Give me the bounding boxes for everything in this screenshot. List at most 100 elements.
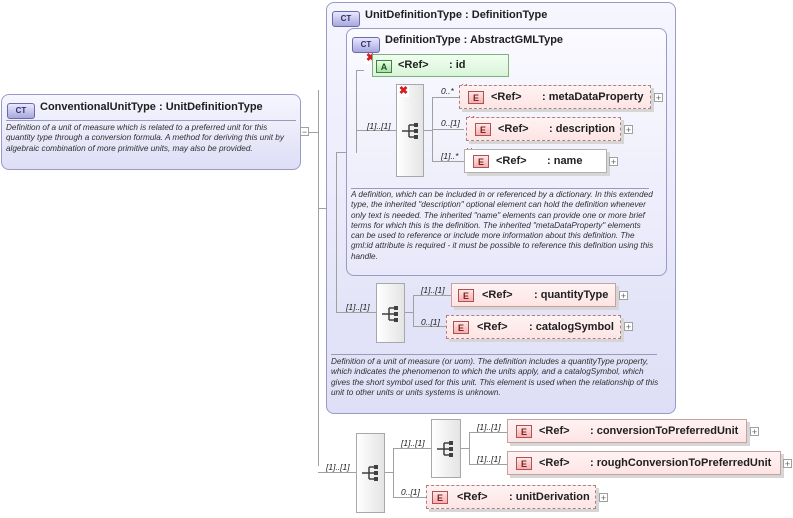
sequence-icon: [437, 441, 453, 457]
root-complex-type[interactable]: CT ConventionalUnitType : UnitDefinition…: [1, 94, 301, 170]
prohibited-x-icon: ✖: [398, 85, 409, 97]
element-badge-icon: E: [468, 91, 484, 104]
ct-badge-icon: CT: [352, 34, 380, 53]
sequence-icon: [362, 465, 378, 481]
prohibited-x-icon: ✖: [365, 52, 376, 64]
element-name: : quantityType: [534, 289, 609, 301]
multiplicity-label: [1]..[1]: [401, 438, 425, 448]
connector-line: [424, 130, 432, 131]
element-name: : catalogSymbol: [529, 321, 614, 333]
element-badge-icon: E: [475, 123, 491, 136]
multiplicity-label: 0..*: [441, 86, 454, 96]
element-ref: <Ref>: [496, 155, 527, 167]
connector-line: [432, 129, 464, 130]
element-ref: <Ref>: [491, 91, 522, 103]
multiplicity-label: [1]..[1]: [477, 422, 501, 432]
connector-line: [336, 312, 376, 313]
root-type-title: ConventionalUnitType : UnitDefinitionTyp…: [40, 101, 263, 113]
attribute-id[interactable]: A <Ref> : id: [372, 54, 509, 77]
element-badge-icon: E: [516, 457, 532, 470]
expand-plus-icon[interactable]: +: [750, 427, 759, 437]
multiplicity-label: 0..[1]: [441, 118, 460, 128]
element-unitderivation[interactable]: E <Ref> : unitDerivation: [426, 485, 596, 509]
expand-plus-icon[interactable]: +: [654, 93, 663, 103]
expand-plus-icon[interactable]: +: [619, 291, 628, 301]
multiplicity-label: [1]..[1]: [477, 454, 501, 464]
element-catalogsymbol[interactable]: E <Ref> : catalogSymbol: [446, 315, 621, 339]
element-badge-icon: E: [473, 155, 489, 168]
element-name: : conversionToPreferredUnit: [590, 425, 739, 437]
connector-line: [336, 152, 347, 153]
deftype-title: DefinitionType : AbstractGMLType: [385, 34, 563, 46]
element-ref: <Ref>: [498, 123, 529, 135]
collapse-icon[interactable]: −: [300, 127, 309, 137]
connector-line: [318, 472, 356, 473]
unitdef-base: : DefinitionType: [465, 9, 548, 21]
element-conversiontopreferredunit[interactable]: E <Ref> : conversionToPreferredUnit: [507, 419, 747, 443]
multiplicity-label: [1]..[1]: [326, 462, 350, 472]
connector-line: [413, 295, 451, 296]
sequence-compositor[interactable]: [376, 283, 405, 343]
multiplicity-label: 0..[1]: [421, 317, 440, 327]
expand-plus-icon[interactable]: +: [609, 157, 618, 167]
connector-line: [301, 132, 318, 133]
sequence-icon: [402, 123, 418, 139]
sequence-compositor[interactable]: ✖: [396, 84, 424, 177]
connector-line: [385, 472, 393, 473]
element-badge-icon: E: [453, 321, 469, 334]
connector-line: [469, 464, 507, 465]
sequence-compositor[interactable]: [356, 433, 385, 513]
attribute-ref: <Ref>: [398, 59, 429, 71]
sequence-icon: [382, 306, 398, 322]
connector-line: [413, 326, 446, 327]
connector-line: [461, 448, 469, 449]
root-type-name: ConventionalUnitType: [40, 101, 156, 113]
connector-line: [413, 295, 414, 326]
element-quantitytype[interactable]: E <Ref> : quantityType: [451, 283, 616, 307]
element-metadataproperty[interactable]: E <Ref> : metaDataProperty: [459, 85, 651, 109]
ct-badge-icon: CT: [332, 8, 360, 27]
connector-line: [356, 130, 396, 131]
element-description[interactable]: E <Ref> : description: [466, 117, 621, 141]
element-name: : metaDataProperty: [542, 91, 644, 103]
unitdef-title: UnitDefinitionType : DefinitionType: [365, 9, 547, 21]
deftype-base: : AbstractGMLType: [463, 34, 564, 46]
connector-line: [432, 161, 464, 162]
connector-line: [318, 208, 327, 209]
connector-line: [432, 97, 459, 98]
multiplicity-label: [1]..*: [441, 151, 459, 161]
unitdef-name: UnitDefinitionType: [365, 9, 462, 21]
element-badge-icon: E: [516, 425, 532, 438]
expand-plus-icon[interactable]: +: [624, 322, 633, 332]
expand-plus-icon[interactable]: +: [624, 125, 633, 135]
element-ref: <Ref>: [457, 491, 488, 503]
sequence-compositor[interactable]: [431, 419, 461, 478]
multiplicity-label: 0..[1]: [401, 487, 420, 497]
element-badge-icon: E: [432, 491, 448, 504]
multiplicity-label: [1]..[1]: [346, 302, 370, 312]
element-ref: <Ref>: [539, 457, 570, 469]
element-ref: <Ref>: [539, 425, 570, 437]
element-name: : unitDerivation: [509, 491, 590, 503]
connector-line: [469, 432, 470, 464]
root-type-base: : UnitDefinitionType: [158, 101, 263, 113]
connector-line: [393, 448, 431, 449]
connector-line: [356, 70, 364, 71]
connector-line: [336, 152, 337, 312]
connector-line: [405, 312, 413, 313]
attribute-name: : id: [449, 59, 466, 71]
element-name-box[interactable]: E <Ref> : name: [464, 149, 607, 173]
connector-line: [393, 497, 426, 498]
ct-badge-icon: CT: [7, 100, 35, 119]
element-ref: <Ref>: [477, 321, 508, 333]
element-roughconversiontopreferredunit[interactable]: E <Ref> : roughConversionToPreferredUnit: [507, 451, 781, 475]
element-name: : roughConversionToPreferredUnit: [590, 457, 772, 469]
expand-plus-icon[interactable]: +: [783, 459, 792, 469]
element-name: : name: [547, 155, 583, 167]
attribute-badge-icon: A: [376, 60, 392, 73]
expand-plus-icon[interactable]: +: [599, 493, 608, 503]
multiplicity-label: [1]..[1]: [367, 121, 391, 131]
deftype-name: DefinitionType: [385, 34, 461, 46]
connector-line: [356, 70, 357, 153]
element-badge-icon: E: [458, 289, 474, 302]
